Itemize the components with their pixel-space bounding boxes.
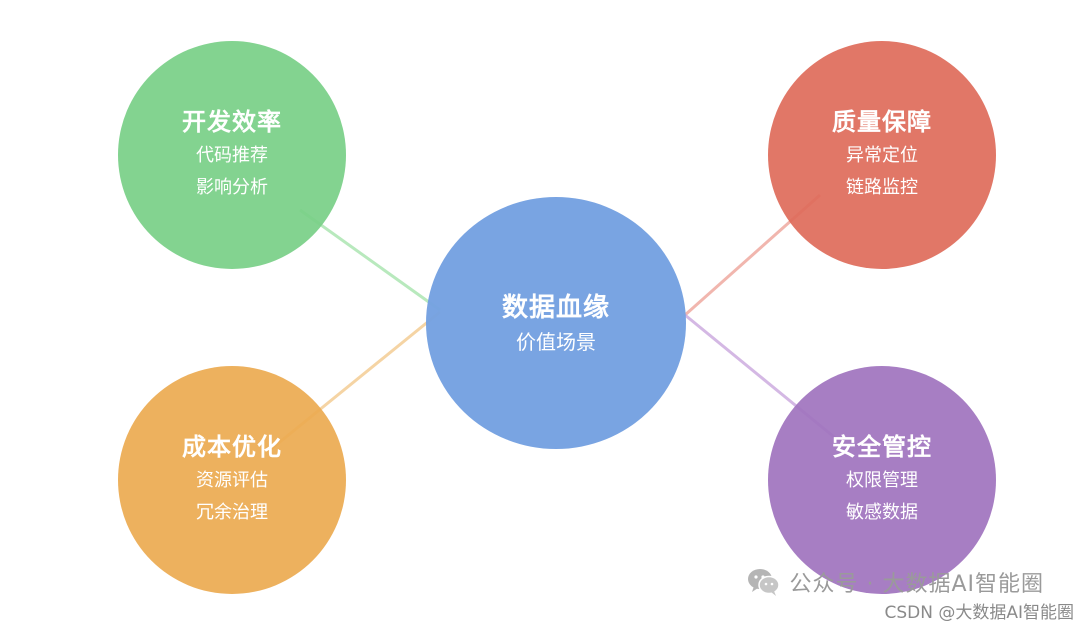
node-title: 成本优化 — [182, 433, 282, 461]
node-item: 冗余治理 — [196, 502, 268, 523]
connector-efficiency — [299, 208, 441, 312]
center-subtitle: 价值场景 — [516, 330, 596, 354]
node-security-control: 安全管控 权限管理 敏感数据 — [768, 366, 996, 594]
node-title: 质量保障 — [832, 108, 932, 136]
csdn-watermark: CSDN @大数据AI智能圈 — [884, 603, 1074, 623]
node-cost-optimization: 成本优化 资源评估 冗余治理 — [118, 366, 346, 594]
node-item: 权限管理 — [846, 470, 918, 491]
wechat-icon — [747, 567, 781, 597]
node-center-data-lineage: 数据血缘 价值场景 — [426, 197, 686, 449]
node-title: 安全管控 — [832, 433, 932, 461]
wechat-watermark: 公众号 · 大数据AI智能圈 — [747, 566, 1044, 598]
wechat-account-text: 公众号 · 大数据AI智能圈 — [789, 572, 1044, 597]
node-item: 资源评估 — [196, 470, 268, 491]
node-item: 异常定位 — [846, 145, 918, 166]
center-title: 数据血缘 — [501, 293, 610, 323]
node-item: 链路监控 — [846, 177, 918, 198]
node-item: 敏感数据 — [846, 502, 918, 523]
node-item: 影响分析 — [196, 177, 268, 198]
node-item: 代码推荐 — [196, 145, 268, 166]
node-quality-assurance: 质量保障 异常定位 链路监控 — [768, 41, 996, 269]
node-development-efficiency: 开发效率 代码推荐 影响分析 — [118, 41, 346, 269]
node-title: 开发效率 — [182, 108, 282, 136]
